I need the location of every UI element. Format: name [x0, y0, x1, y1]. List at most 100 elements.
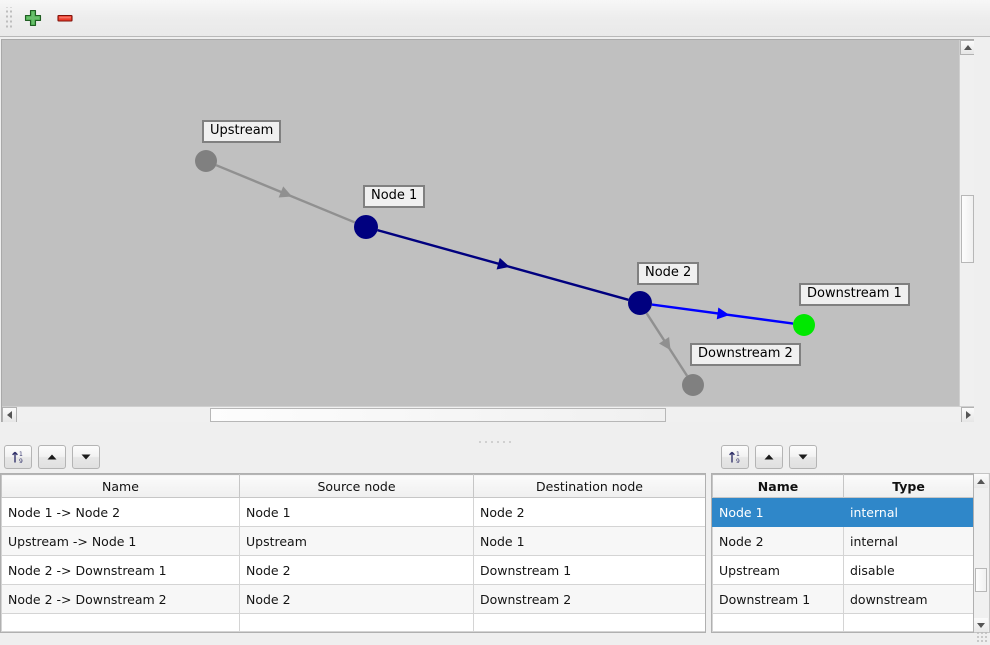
window-resize-grip[interactable]	[976, 631, 988, 643]
connections-sort-button[interactable]: 1 9	[4, 445, 32, 469]
arrowhead-node2-downstream1	[716, 307, 730, 320]
column-header-name[interactable]: Name	[712, 474, 844, 498]
red-minus-icon	[57, 14, 73, 22]
table-cell[interactable]: Upstream	[239, 526, 474, 556]
green-plus-icon	[24, 9, 42, 27]
scroll-up-button[interactable]	[974, 474, 988, 488]
triangle-up-icon	[977, 478, 985, 484]
connections-move-down-button[interactable]	[72, 445, 100, 469]
triangle-down-icon	[81, 454, 91, 460]
nodes-move-down-button[interactable]	[789, 445, 817, 469]
column-header-destination-node[interactable]: Destination node	[473, 474, 705, 498]
graph-node-node1[interactable]	[354, 215, 378, 239]
add-button[interactable]	[20, 5, 46, 31]
sort-arrows-icon: 1 9	[729, 451, 740, 465]
main-toolbar	[0, 0, 990, 37]
column-header-name[interactable]: Name	[1, 474, 240, 498]
table-cell[interactable]: Downstream 1	[473, 555, 705, 585]
node-label-node1[interactable]: Node 1	[363, 185, 426, 208]
table-cell[interactable]: Downstream 2	[473, 584, 705, 614]
table-cell-empty	[843, 613, 973, 632]
triangle-down-icon	[977, 622, 985, 628]
nodes-move-up-button[interactable]	[755, 445, 783, 469]
nodes-table-scrollbar[interactable]	[974, 473, 990, 633]
column-header-source-node[interactable]: Source node	[239, 474, 474, 498]
triangle-up-icon	[963, 45, 972, 50]
graph-node-downstream2[interactable]	[682, 374, 704, 396]
graph-drawing	[195, 150, 815, 396]
triangle-right-icon	[966, 411, 971, 419]
toolbar-drag-handle[interactable]	[4, 7, 14, 29]
svg-text:1: 1	[736, 451, 740, 458]
node-label-downstream2[interactable]: Downstream 2	[690, 343, 801, 366]
canvas-vertical-scroll-thumb[interactable]	[961, 195, 974, 263]
table-cell[interactable]: internal	[843, 497, 973, 527]
table-cell[interactable]: Node 2 -> Downstream 1	[1, 555, 240, 585]
arrowhead-node1-node2	[496, 257, 510, 270]
graph-node-downstream1[interactable]	[793, 314, 815, 336]
table-cell[interactable]: internal	[843, 526, 973, 556]
table-cell[interactable]: Node 1	[239, 497, 474, 527]
table-cell[interactable]: Node 2	[239, 555, 474, 585]
scroll-down-button[interactable]	[974, 618, 988, 632]
connections-move-up-button[interactable]	[38, 445, 66, 469]
node-label-node2[interactable]: Node 2	[637, 262, 700, 285]
triangle-up-icon	[47, 454, 57, 460]
table-cell[interactable]: Node 2	[239, 584, 474, 614]
table-cell[interactable]: Node 2	[473, 497, 705, 527]
column-header-type[interactable]: Type	[843, 474, 973, 498]
table-cell[interactable]: downstream	[843, 584, 973, 614]
table-row-empty[interactable]	[712, 613, 973, 632]
svg-text:1: 1	[19, 451, 23, 458]
triangle-left-icon	[7, 411, 12, 419]
arrowhead-node2-downstream2	[659, 336, 671, 351]
node-label-upstream[interactable]: Upstream	[202, 120, 282, 143]
graph-node-upstream[interactable]	[195, 150, 217, 172]
scroll-left-button[interactable]	[2, 407, 17, 422]
table-cell[interactable]: Node 1 -> Node 2	[1, 497, 240, 527]
nodes-toolbar: 1 9	[721, 443, 823, 471]
table-row-empty[interactable]	[1, 613, 705, 632]
table-cell[interactable]: Upstream -> Node 1	[1, 526, 240, 556]
table-cell[interactable]: disable	[843, 555, 973, 585]
nodes-sort-button[interactable]: 1 9	[721, 445, 749, 469]
triangle-down-icon	[798, 454, 808, 460]
table-cell-empty	[239, 613, 474, 632]
table-cell-empty	[1, 613, 240, 632]
nodes-table-scroll-thumb[interactable]	[975, 568, 987, 592]
panel-splitter[interactable]	[0, 437, 990, 447]
splitter-grip-icon	[477, 440, 513, 444]
table-cell[interactable]: Node 2	[712, 526, 844, 556]
scroll-up-button[interactable]	[960, 40, 974, 55]
remove-button[interactable]	[52, 5, 78, 31]
table-cell[interactable]: Upstream	[712, 555, 844, 585]
canvas-horizontal-scrollbar[interactable]	[2, 406, 974, 422]
canvas-horizontal-scroll-thumb[interactable]	[210, 408, 666, 422]
table-cell[interactable]: Node 1	[712, 497, 844, 527]
table-cell[interactable]: Downstream 1	[712, 584, 844, 614]
table-cell[interactable]: Node 1	[473, 526, 705, 556]
node-label-downstream1[interactable]: Downstream 1	[799, 283, 910, 306]
graph-node-node2[interactable]	[628, 291, 652, 315]
scroll-right-button[interactable]	[961, 407, 974, 422]
connections-toolbar: 1 9	[4, 443, 106, 471]
triangle-up-icon	[764, 454, 774, 460]
canvas-vertical-scrollbar[interactable]	[959, 40, 974, 422]
table-cell[interactable]: Node 2 -> Downstream 2	[1, 584, 240, 614]
